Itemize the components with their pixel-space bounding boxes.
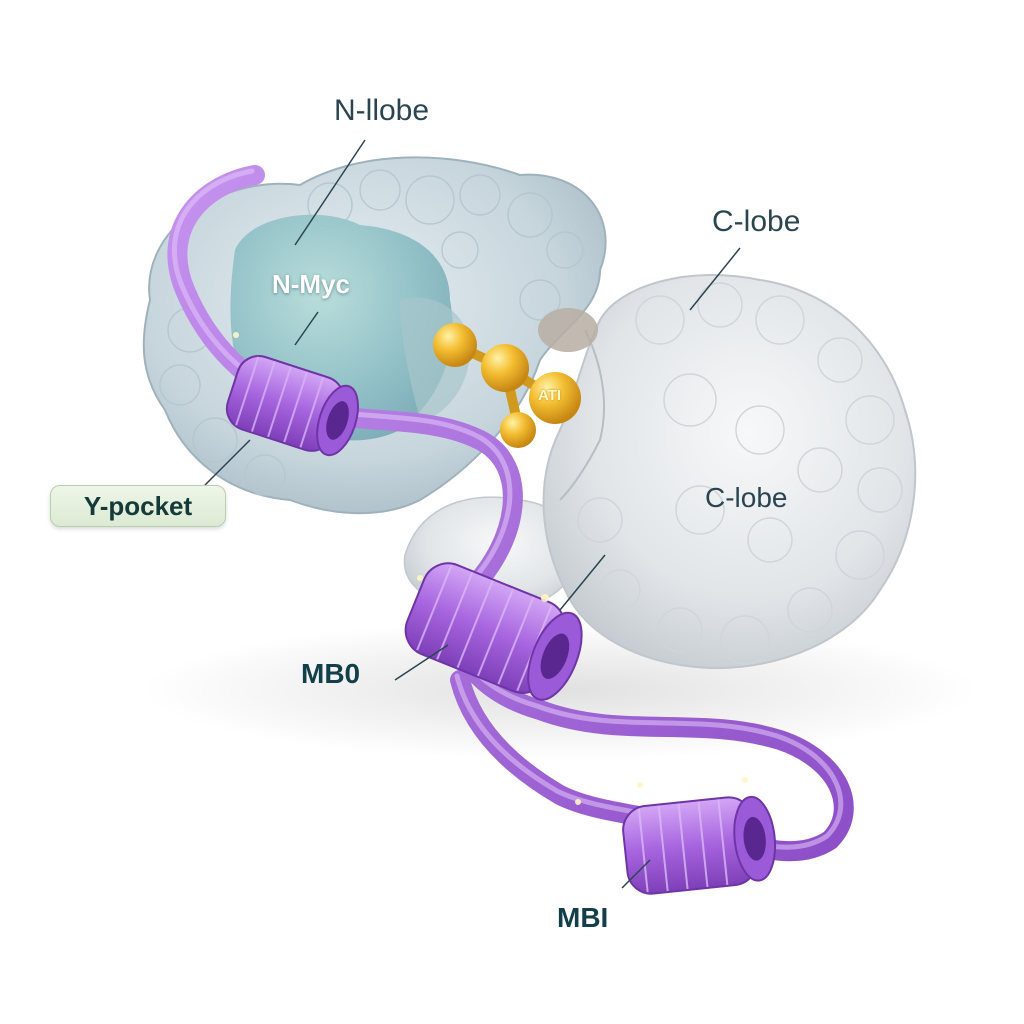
c-lobe-inner-label: C-lobe bbox=[705, 482, 788, 513]
n-myc-label: N-Myc bbox=[272, 269, 351, 299]
atp-molecule bbox=[433, 323, 581, 448]
atp-label: ATI bbox=[538, 387, 562, 404]
helix-y-pocket bbox=[225, 355, 359, 457]
helix-mb0 bbox=[404, 562, 583, 701]
n-lobe-label: N-llobe bbox=[334, 94, 430, 127]
helix-mbi bbox=[622, 795, 777, 895]
y-pocket-label: Y-pocket bbox=[50, 485, 226, 527]
gatekeeper-residue bbox=[538, 308, 598, 352]
label-leader-lines bbox=[204, 139, 741, 889]
c-lobe-surface bbox=[542, 273, 917, 670]
c-lobe-top-label: C-lobe bbox=[712, 205, 801, 238]
mb0-label: MB0 bbox=[301, 658, 361, 689]
sparkle-highlights bbox=[233, 332, 748, 805]
mbi-label: MBI bbox=[557, 902, 609, 933]
